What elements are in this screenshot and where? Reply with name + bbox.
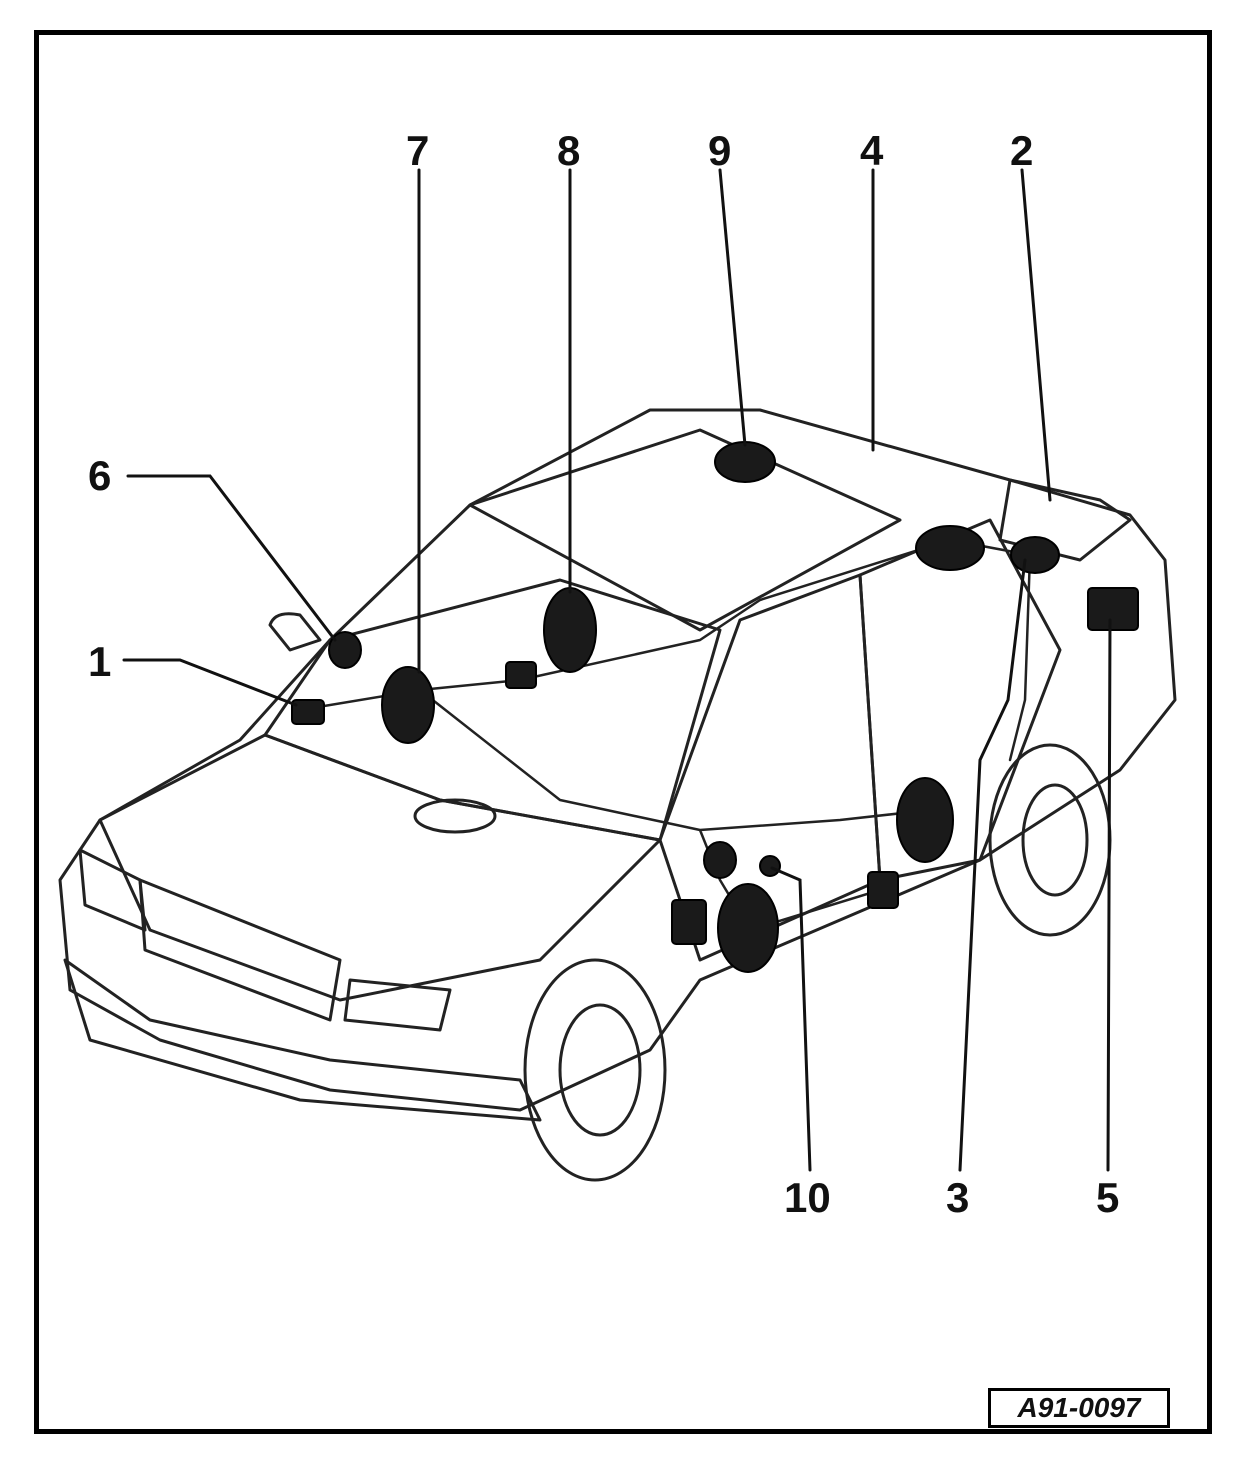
rear-tweeter-left bbox=[505, 661, 537, 689]
figure-reference-code: A91-0097 bbox=[988, 1388, 1170, 1428]
side-mirror bbox=[268, 612, 322, 652]
front-wheel-hub bbox=[558, 1003, 642, 1137]
rear-tweeter-right bbox=[867, 871, 899, 909]
rear-shelf-speaker-left bbox=[714, 441, 776, 483]
wiring-connector bbox=[759, 855, 781, 877]
leader-line-10 bbox=[770, 866, 812, 1172]
front-door-speaker-left bbox=[381, 666, 435, 744]
leader-line-3 bbox=[958, 558, 1027, 1172]
leader-line-2 bbox=[1020, 168, 1052, 502]
callout-7: 7 bbox=[406, 127, 429, 174]
callout-2: 2 bbox=[1010, 127, 1033, 174]
windshield-outline bbox=[263, 578, 722, 842]
rear-door-speaker-left bbox=[543, 587, 597, 673]
front-wheel bbox=[523, 958, 667, 1182]
callout-1: 1 bbox=[88, 638, 111, 685]
rear-wheel-hub bbox=[1021, 783, 1089, 897]
callout-10: 10 bbox=[784, 1174, 831, 1221]
front-defroster-vent bbox=[413, 798, 497, 834]
callout-8: 8 bbox=[557, 127, 580, 174]
rear-shelf-speaker-right bbox=[915, 525, 985, 571]
rear-wheel bbox=[988, 743, 1112, 937]
leader-line-6 bbox=[126, 474, 337, 642]
front-door-speaker-right bbox=[717, 883, 779, 973]
door-module-right bbox=[671, 899, 707, 945]
leader-line-5 bbox=[1106, 618, 1112, 1172]
right-headlight bbox=[343, 978, 452, 1032]
front-bumper bbox=[63, 958, 542, 1122]
diagram-frame bbox=[34, 30, 1212, 1434]
front-tweeter-right bbox=[703, 841, 737, 879]
callout-4: 4 bbox=[860, 127, 884, 174]
callout-9: 9 bbox=[708, 127, 731, 174]
radio-unit bbox=[291, 699, 325, 725]
wiring-harness bbox=[298, 538, 1032, 932]
callout-3: 3 bbox=[946, 1174, 969, 1221]
roof-panel bbox=[468, 428, 902, 632]
trunk-outline bbox=[998, 478, 1132, 562]
subwoofer-amplifier bbox=[1010, 536, 1060, 574]
callout-6: 6 bbox=[88, 452, 111, 499]
car-roof-outline bbox=[58, 408, 1177, 1112]
grille-outline bbox=[138, 878, 342, 1022]
hood-outline bbox=[98, 733, 662, 1002]
left-headlight bbox=[78, 848, 147, 932]
callout-5: 5 bbox=[1096, 1174, 1119, 1221]
leader-line-9 bbox=[718, 168, 747, 447]
leader-line-1 bbox=[122, 658, 298, 707]
dashboard-tweeter-left bbox=[328, 631, 362, 669]
rear-door-speaker-right bbox=[896, 777, 954, 863]
amplifier-box bbox=[1087, 587, 1139, 631]
